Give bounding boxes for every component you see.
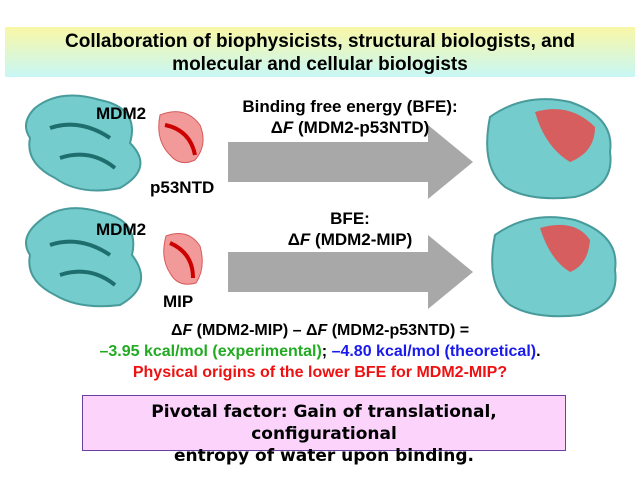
f-symbol: F	[299, 230, 311, 249]
bfe-formula-2: ΔF (MDM2-MIP)	[215, 229, 485, 250]
f-symbol: F	[282, 118, 294, 137]
bfe-title-2: BFE:	[330, 209, 370, 228]
delta-symbol: Δ	[270, 118, 283, 137]
bfe-formula-1: ΔF (MDM2-p53NTD)	[215, 117, 485, 138]
results-line: –3.95 kcal/mol (experimental); –4.80 kca…	[0, 341, 640, 362]
binding-arrow-1	[228, 125, 473, 199]
mdm2-label-1: MDM2	[96, 104, 147, 123]
mip-structure	[163, 233, 203, 285]
equation-text: (MDM2-MIP) –	[192, 322, 306, 339]
delta-symbol: Δ	[287, 230, 300, 249]
mdm2-structure-1	[25, 94, 142, 192]
title-line-2: molecular and cellular biologists	[172, 54, 468, 75]
complex-structure-1	[486, 98, 612, 200]
bfe-label-2: BFE: ΔF (MDM2-MIP)	[215, 208, 485, 250]
period: .	[536, 343, 541, 360]
equation-line: ΔF (MDM2-MIP) – ΔF (MDM2-p53NTD) =	[0, 320, 640, 341]
title-line-1: Collaboration of biophysicists, structur…	[65, 31, 575, 52]
equation-block: ΔF (MDM2-MIP) – ΔF (MDM2-p53NTD) = –3.95…	[0, 320, 640, 383]
theoretical-value: –4.80 kcal/mol (theoretical)	[331, 343, 537, 360]
binding-arrow-2	[228, 235, 473, 309]
p53ntd-structure	[158, 111, 204, 164]
delta-symbol: Δ	[170, 322, 183, 339]
complex-structure-2	[491, 216, 617, 318]
bfe-label-1: Binding free energy (BFE): ΔF (MDM2-p53N…	[215, 96, 485, 138]
bfe-title-1: Binding free energy (BFE):	[242, 97, 458, 116]
f-symbol: F	[317, 322, 328, 339]
p53ntd-label: p53NTD	[150, 178, 215, 197]
bfe-formula-text: (MDM2-MIP)	[310, 230, 413, 249]
question-text: Physical origins of the lower BFE for MD…	[132, 364, 508, 381]
conclusion-box: Pivotal factor: Gain of translational, c…	[82, 395, 566, 466]
mdm2-label-2: MDM2	[96, 220, 147, 239]
mip-label: MIP	[163, 292, 194, 311]
mdm2-structure-2	[25, 207, 142, 308]
conclusion-line-1: Pivotal factor: Gain of translational, c…	[151, 402, 497, 444]
slide-title: Collaboration of biophysicists, structur…	[5, 27, 635, 77]
f-symbol: F	[182, 322, 193, 339]
separator: ;	[321, 343, 332, 360]
equation-text: (MDM2-p53NTD) =	[327, 322, 470, 339]
experimental-value: –3.95 kcal/mol (experimental)	[99, 343, 322, 360]
bfe-formula-text: (MDM2-p53NTD)	[293, 118, 430, 137]
delta-symbol: Δ	[306, 322, 318, 339]
conclusion-line-2: entropy of water upon binding.	[174, 446, 474, 466]
